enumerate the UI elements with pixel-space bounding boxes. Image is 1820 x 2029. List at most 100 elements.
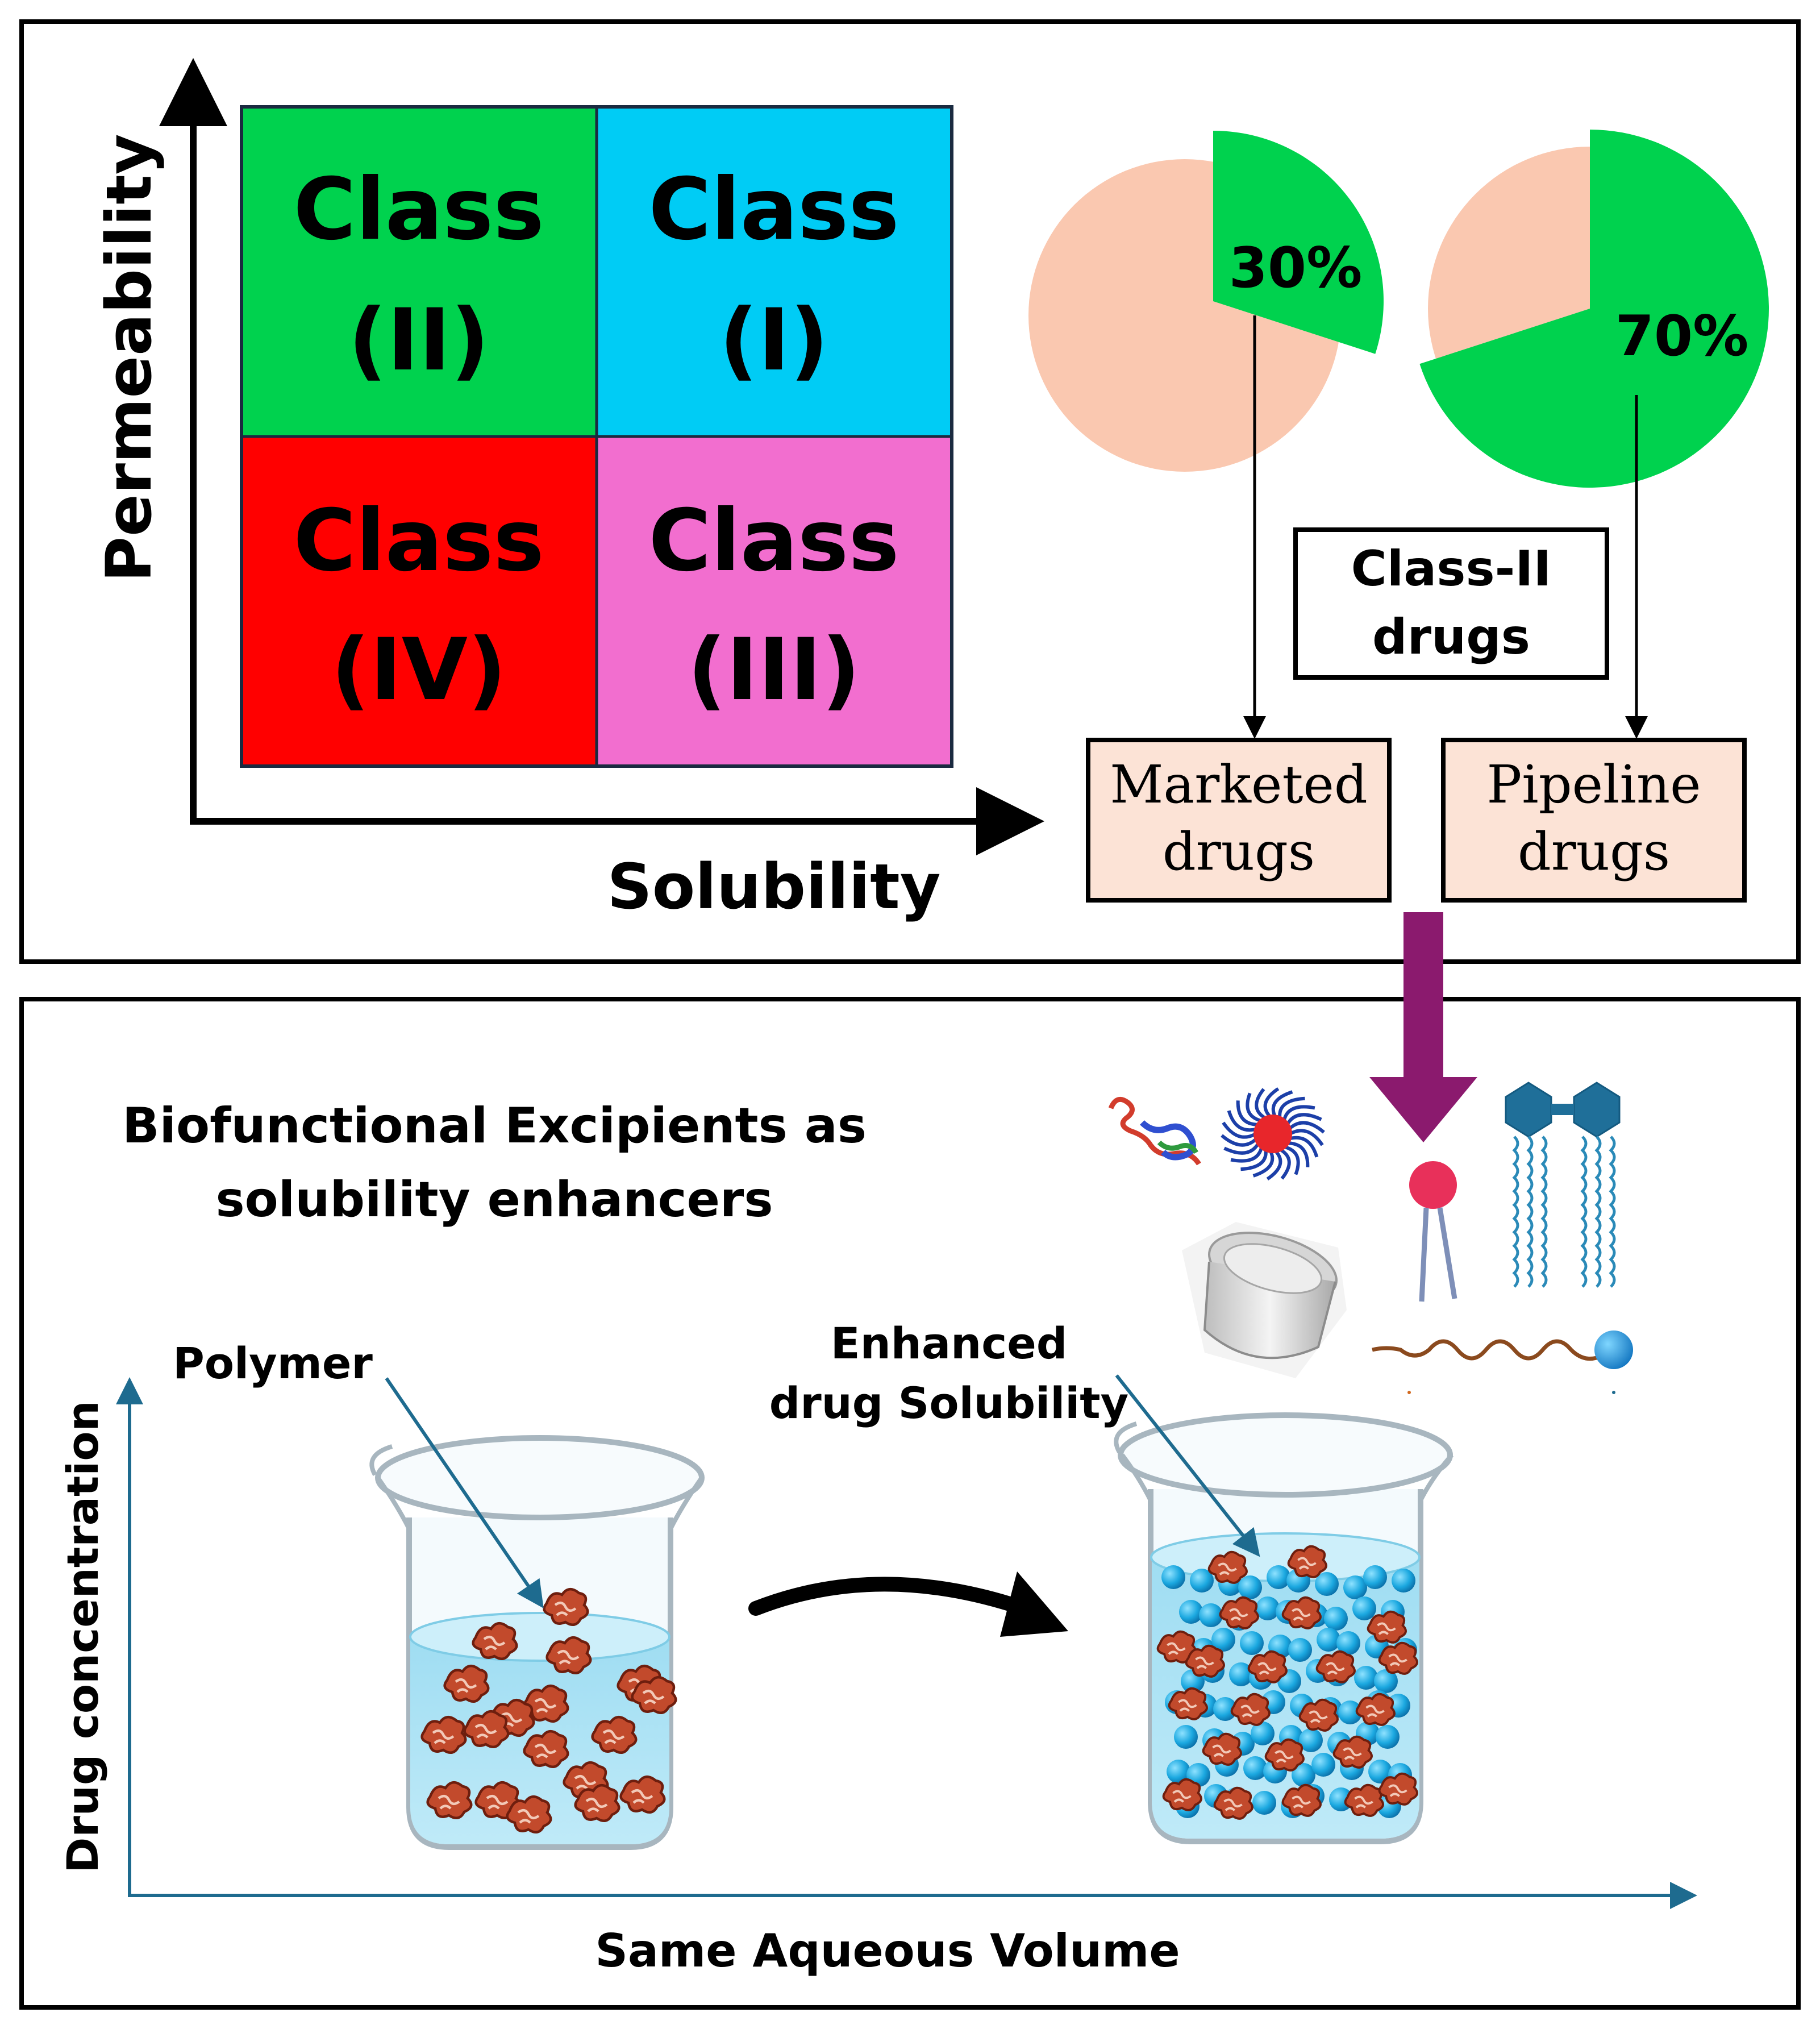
class-ii-drugs-box	[1293, 527, 1609, 680]
excipient-sphere	[1343, 1575, 1367, 1599]
phospholipid-icon	[1409, 1161, 1457, 1302]
protein-ribbon-icon	[1108, 1096, 1201, 1166]
quadrant-class-iii-roman: (III)	[688, 621, 861, 720]
micelle-strand	[1278, 1147, 1291, 1180]
micelle-strand	[1283, 1145, 1300, 1175]
excipient-sphere	[1211, 1628, 1235, 1652]
bcs-grid: Class (II) Class (I) Class (IV) Class (I…	[240, 105, 953, 768]
class-ii-drugs-line2: drugs	[1372, 609, 1530, 666]
excipient-sphere	[1311, 1753, 1335, 1777]
micelle-strand	[1285, 1113, 1322, 1126]
enhanced-label-line1: Enhanced	[831, 1318, 1068, 1369]
excipient-sphere	[1336, 1631, 1360, 1655]
excipient-sphere	[1179, 1600, 1203, 1624]
micelle-strand	[1255, 1088, 1267, 1120]
micelle-strand	[1236, 1100, 1259, 1126]
micelle-strand	[1246, 1092, 1263, 1123]
excipient-sphere	[1229, 1662, 1253, 1686]
excipient-sphere	[1392, 1569, 1415, 1593]
excipient-sphere	[1256, 1596, 1280, 1620]
excipient-sphere	[1288, 1638, 1312, 1662]
glycolipid-tail	[1540, 1136, 1548, 1288]
beaker-polymer	[369, 1435, 705, 1850]
liposome-cup-icon	[1182, 1222, 1347, 1378]
excipient-sphere	[1374, 1669, 1398, 1693]
pie-pipeline: 70%	[1419, 130, 1769, 488]
quadrant-class-i-word: Class	[648, 160, 899, 259]
micelle-strand	[1221, 1134, 1258, 1147]
quadrant-class-iv-word: Class	[293, 492, 544, 591]
micelle-strand	[1227, 1110, 1257, 1132]
excipient-sphere	[1238, 1575, 1262, 1599]
enhanced-label-line2: drug Solubility	[769, 1378, 1128, 1428]
glycolipid-tail	[1526, 1136, 1534, 1288]
micelle-strand	[1271, 1090, 1293, 1118]
quadrant-class-iv	[241, 436, 597, 766]
same-aqueous-volume-label: Same Aqueous Volume	[595, 1924, 1180, 1977]
class-ii-drugs-line1: Class-II	[1351, 540, 1552, 597]
glycolipid-tail	[1512, 1136, 1519, 1288]
micelle-strand	[1282, 1105, 1315, 1122]
micelle-strand	[1289, 1136, 1319, 1158]
excipient-sphere	[1240, 1631, 1264, 1655]
pie-pipeline-slice	[1419, 130, 1769, 488]
excipient-sphere	[1354, 1666, 1378, 1690]
marketed-drugs-line2: drugs	[1163, 821, 1315, 882]
excipient-sphere	[1324, 1607, 1348, 1631]
pie-pipeline-percent: 70%	[1615, 304, 1749, 369]
quadrant-class-ii	[241, 107, 597, 436]
excipient-sphere	[1376, 1725, 1400, 1749]
micelle-strand	[1263, 1087, 1280, 1119]
polymer-label: Polymer	[173, 1338, 373, 1388]
pipeline-drugs-box	[1441, 738, 1747, 903]
micelle-strand	[1223, 1142, 1260, 1155]
quadrant-class-iii-word: Class	[648, 492, 899, 591]
quadrant-class-i-roman: (I)	[719, 291, 829, 390]
excipient-sphere	[1199, 1603, 1223, 1627]
excipient-sphere	[1252, 1791, 1276, 1815]
excipient-sphere	[1174, 1725, 1198, 1749]
micelle-strand	[1287, 1141, 1310, 1167]
micelle-strand	[1252, 1150, 1275, 1178]
excipient-sphere	[1292, 1763, 1315, 1787]
excipient-sphere	[1161, 1565, 1185, 1589]
glycolipid-tail	[1594, 1136, 1602, 1288]
surfactant-chain-icon	[1372, 1331, 1633, 1369]
pie-marketed: 30%	[1028, 131, 1384, 472]
micelle-strand	[1289, 1129, 1324, 1146]
excipient-sphere	[1251, 1722, 1275, 1745]
quadrant-class-iv-roman: (IV)	[331, 621, 506, 720]
excipients-heading-line1: Biofunctional Excipients as	[122, 1097, 867, 1154]
micelle-strand	[1288, 1121, 1325, 1134]
glycolipid-tail	[1580, 1136, 1588, 1288]
glycolipid-tail	[1609, 1136, 1616, 1288]
micelle-icon	[1221, 1087, 1325, 1180]
transition-arrow	[1369, 912, 1477, 1142]
excipient-sphere	[1352, 1596, 1376, 1620]
micelle-strand	[1230, 1146, 1264, 1163]
pie-marketed-slice	[1213, 131, 1384, 354]
quadrant-class-ii-word: Class	[293, 160, 544, 259]
permeability-axis-label: Permeability	[93, 134, 165, 582]
excipient-sphere	[1363, 1565, 1387, 1589]
bottom-panel-frame	[19, 997, 1801, 2010]
excipient-sphere	[1317, 1628, 1340, 1652]
excipient-sphere	[1338, 1700, 1362, 1724]
glycolipid-icon	[1505, 1082, 1621, 1288]
excipient-sphere	[1213, 1697, 1237, 1721]
dot-decoration	[1407, 1391, 1411, 1394]
process-arrow-head	[1000, 1571, 1068, 1637]
micelle-strand	[1240, 1149, 1268, 1171]
excipient-sphere	[1299, 1728, 1323, 1752]
process-arrow	[748, 1577, 1047, 1621]
enhanced-pointer	[1115, 1374, 1260, 1557]
quadrant-class-iii	[597, 436, 952, 766]
excipient-sphere	[1267, 1565, 1290, 1589]
quadrant-class-i	[597, 107, 952, 436]
pie-marketed-percent: 30%	[1229, 236, 1363, 301]
micelle-strand	[1278, 1096, 1305, 1119]
pipeline-drugs-line2: drugs	[1518, 821, 1670, 882]
marketed-drugs-box	[1086, 738, 1392, 903]
dot-decoration	[1612, 1391, 1615, 1394]
